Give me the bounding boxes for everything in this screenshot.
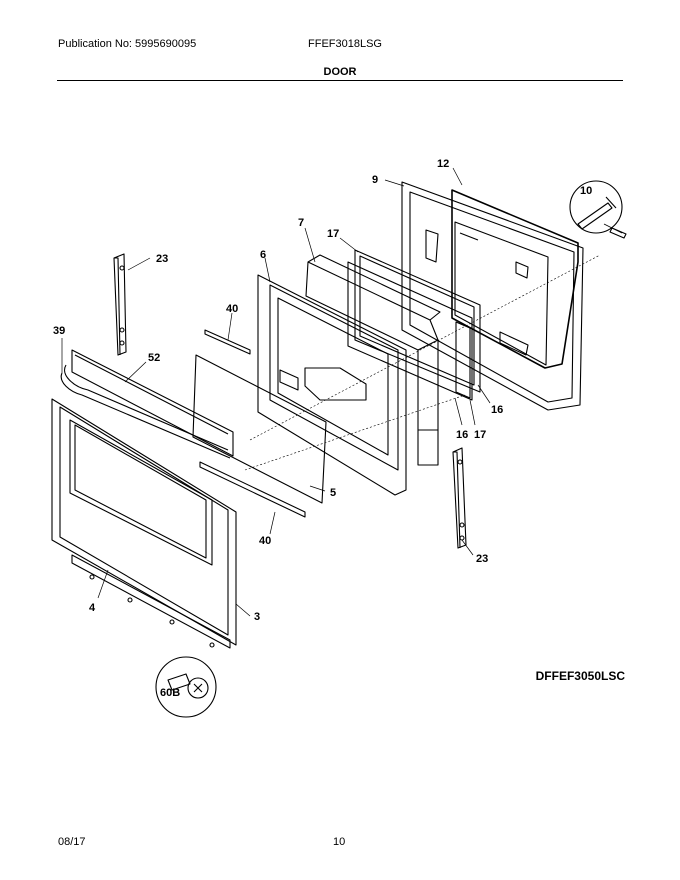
part-39-door-handle bbox=[60, 364, 231, 459]
callout-17-top: 17 bbox=[327, 228, 339, 240]
callout-12: 12 bbox=[437, 158, 449, 170]
diagram-reference-code: DFFEF3050LSC bbox=[535, 669, 625, 683]
callout-9: 9 bbox=[372, 174, 378, 186]
header-rule bbox=[57, 80, 623, 81]
part-16-glass-pack bbox=[347, 261, 473, 401]
part-9-inner-door bbox=[401, 181, 584, 411]
callout-16-bottom: 16 bbox=[456, 429, 468, 441]
callout-6: 6 bbox=[260, 249, 266, 261]
part-7-insulation-batt bbox=[305, 254, 441, 466]
part-4-bottom-trim bbox=[71, 554, 231, 649]
part-40-retainer-bottom bbox=[199, 461, 306, 518]
model-number: FFEF3018LSG bbox=[308, 38, 382, 50]
footer-date: 08/17 bbox=[58, 836, 86, 848]
part-10-screw-detail bbox=[569, 180, 627, 239]
callout-40-bottom: 40 bbox=[259, 535, 271, 547]
callout-39: 39 bbox=[53, 325, 65, 337]
callout-10: 10 bbox=[580, 185, 592, 197]
leader-lines bbox=[61, 167, 491, 617]
callout-23-top: 23 bbox=[156, 253, 168, 265]
callout-52: 52 bbox=[148, 352, 160, 364]
callout-17-bottom: 17 bbox=[474, 429, 486, 441]
part-23-hinge-bottom bbox=[452, 447, 467, 549]
callout-16-right: 16 bbox=[491, 404, 503, 416]
callout-23-bottom: 23 bbox=[476, 553, 488, 565]
part-5-glass-panel bbox=[192, 354, 327, 504]
callout-7: 7 bbox=[298, 217, 304, 229]
part-40-retainer-top bbox=[204, 329, 251, 355]
screw-markers bbox=[89, 574, 215, 648]
part-52-handle-trim bbox=[71, 349, 234, 457]
callout-labels: 12 9 10 7 17 6 23 40 39 52 16 16 17 5 40… bbox=[53, 158, 592, 699]
part-60b-screw-detail bbox=[155, 656, 217, 718]
callout-40-top: 40 bbox=[226, 303, 238, 315]
callout-3: 3 bbox=[254, 611, 260, 623]
part-12-door-gasket bbox=[451, 189, 579, 369]
publication-number: Publication No: 5995690095 bbox=[58, 38, 197, 50]
callout-4: 4 bbox=[89, 602, 96, 614]
part-23-hinge-top bbox=[113, 253, 127, 356]
alignment-lines bbox=[244, 254, 601, 471]
part-3-outer-door bbox=[51, 398, 237, 646]
part-17-insulation bbox=[354, 249, 481, 393]
page-number: 10 bbox=[333, 836, 346, 848]
callout-5: 5 bbox=[330, 487, 336, 499]
page-title: DOOR bbox=[323, 66, 357, 78]
callout-60b: 60B bbox=[160, 687, 180, 699]
part-6-door-frame bbox=[257, 274, 407, 496]
